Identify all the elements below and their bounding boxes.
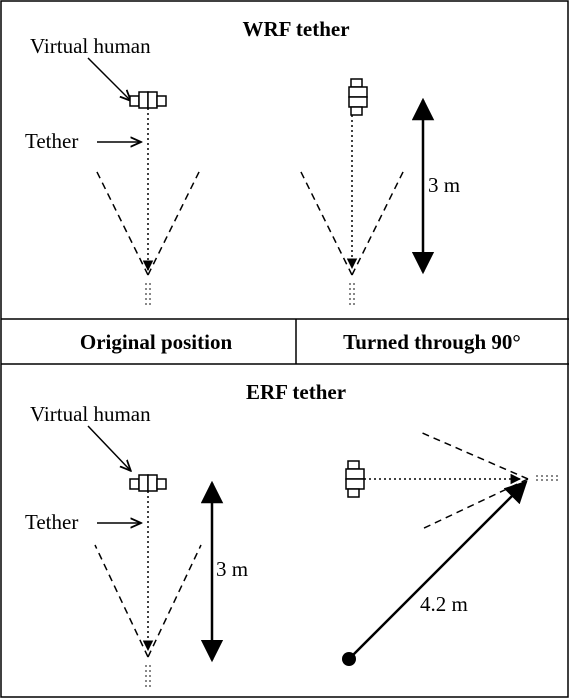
erf-user-marker-1 (145, 665, 151, 687)
wrf-user-marker-2 (349, 283, 355, 305)
erf-fov-turned-upper (419, 431, 529, 480)
wrf-fov-left (94, 167, 149, 276)
erf-virtual-human-arrow (87, 425, 130, 470)
wrf-user-marker-1 (145, 283, 151, 305)
erf-virtual-human-label: Virtual human (30, 402, 151, 426)
erf-panel: ERF tether Virtual human Tether 3 m (25, 380, 558, 687)
erf-tether-label: Tether (25, 510, 78, 534)
wrf-title: WRF tether (242, 17, 349, 41)
wrf-virtual-human-arrow (87, 57, 130, 100)
wrf-fov-right (147, 167, 202, 276)
wrf-fov-turned-left (298, 167, 353, 276)
turned-label: Turned through 90° (343, 330, 521, 354)
original-position-label: Original position (80, 330, 233, 354)
wrf-human-turned-icon (348, 78, 368, 116)
wrf-fov-turned-right (351, 167, 406, 276)
erf-human-turned-icon (345, 460, 365, 498)
erf-fov-left (94, 544, 149, 658)
wrf-virtual-human-label: Virtual human (30, 34, 151, 58)
erf-title: ERF tether (246, 380, 346, 404)
erf-diagonal-label: 4.2 m (420, 592, 468, 616)
erf-user-marker-turned (536, 475, 558, 481)
wrf-tether-label: Tether (25, 129, 78, 153)
wrf-panel: WRF tether Virtual human Tether (25, 17, 460, 305)
erf-human-icon (129, 474, 167, 492)
erf-fov-right (147, 544, 202, 658)
wrf-distance-label: 3 m (428, 173, 460, 197)
erf-fov-turned-lower (419, 478, 529, 531)
erf-diagonal-arrow (348, 480, 528, 660)
wrf-human-icon (129, 91, 167, 109)
erf-distance-label: 3 m (216, 557, 248, 581)
